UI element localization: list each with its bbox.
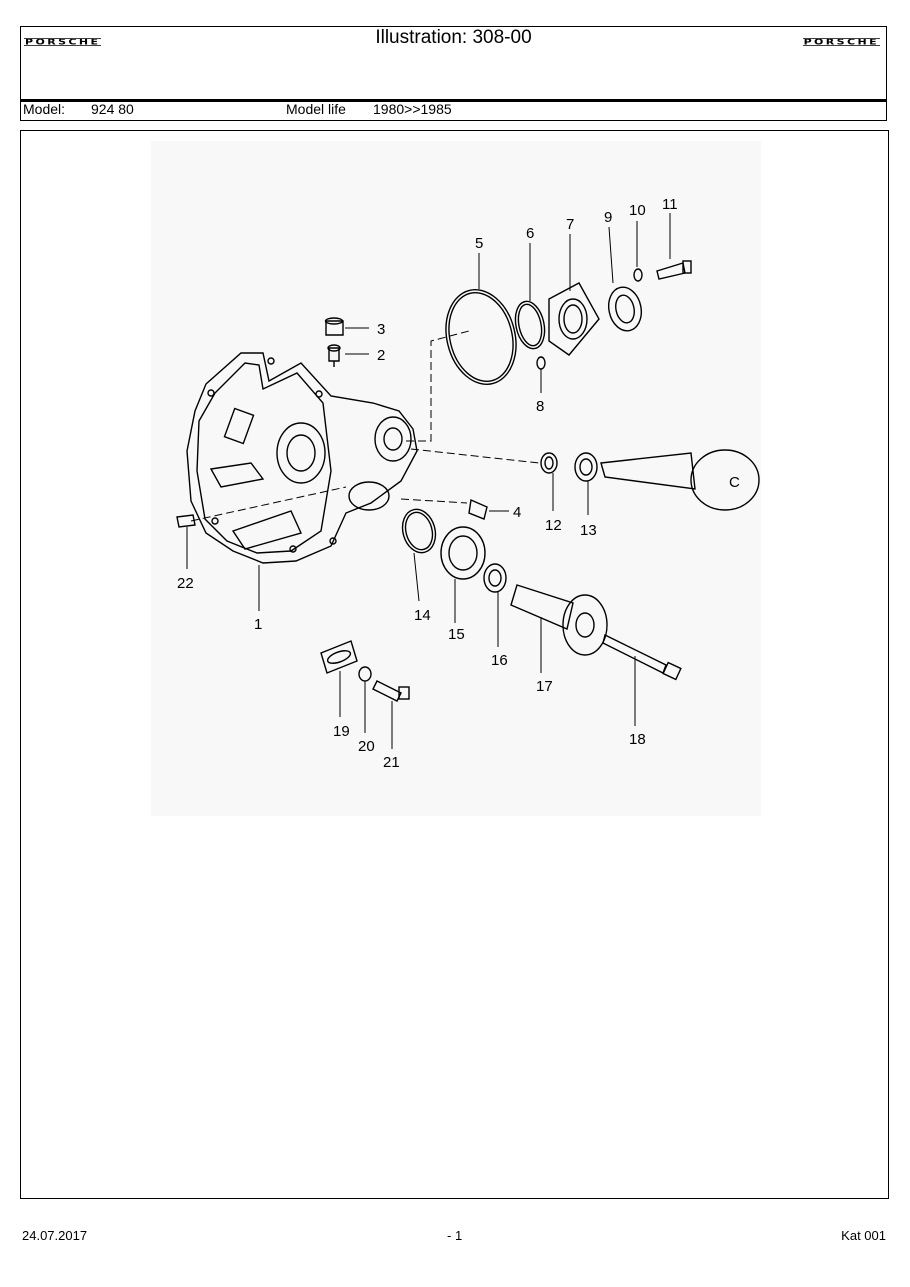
callout-12: 12 [545,517,562,534]
callout-22: 22 [177,575,194,592]
callout-18: 18 [629,731,646,748]
callout-15: 15 [448,626,465,643]
callout-10: 10 [629,202,646,219]
callout-13: 13 [580,522,597,539]
model-label: Model: [23,101,66,117]
model-life-label: Model life [286,101,346,117]
callout-17: 17 [536,678,553,695]
porsche-logo-right: PORSCHE [802,36,880,47]
callout-8: 8 [536,398,544,415]
illustration-frame: C 1 2 3 4 5 6 7 8 9 10 11 12 13 14 15 16… [20,130,889,1199]
callout-4: 4 [513,504,521,521]
callout-5: 5 [475,235,483,252]
porsche-logo-left: PORSCHE [24,36,102,47]
callout-14: 14 [414,607,431,624]
callout-6: 6 [526,225,534,242]
callout-19: 19 [333,723,350,740]
callout-9: 9 [604,209,612,226]
callout-11: 11 [662,196,678,213]
footer-date: 24.07.2017 [22,1228,88,1243]
footer-page-number: - 1 [447,1228,463,1243]
part-marking-c: C [729,474,740,491]
page-title: Illustration: 308-00 [375,27,532,48]
callout-2: 2 [377,347,385,364]
callout-7: 7 [566,216,574,233]
header-divider [21,99,886,102]
callout-1: 1 [254,616,262,633]
model-value: 924 80 [91,101,134,117]
callout-21: 21 [383,754,400,771]
callout-20: 20 [358,738,375,755]
exploded-parts-diagram: C 1 2 3 4 5 6 7 8 9 10 11 12 13 14 15 16… [151,141,761,816]
footer-catalog: Kat 001 [841,1228,886,1243]
callout-16: 16 [491,652,508,669]
callout-3: 3 [377,321,385,338]
model-life-value: 1980>>1985 [373,101,452,117]
page-header: PORSCHE Illustration: 308-00 PORSCHE Mod… [20,26,887,121]
